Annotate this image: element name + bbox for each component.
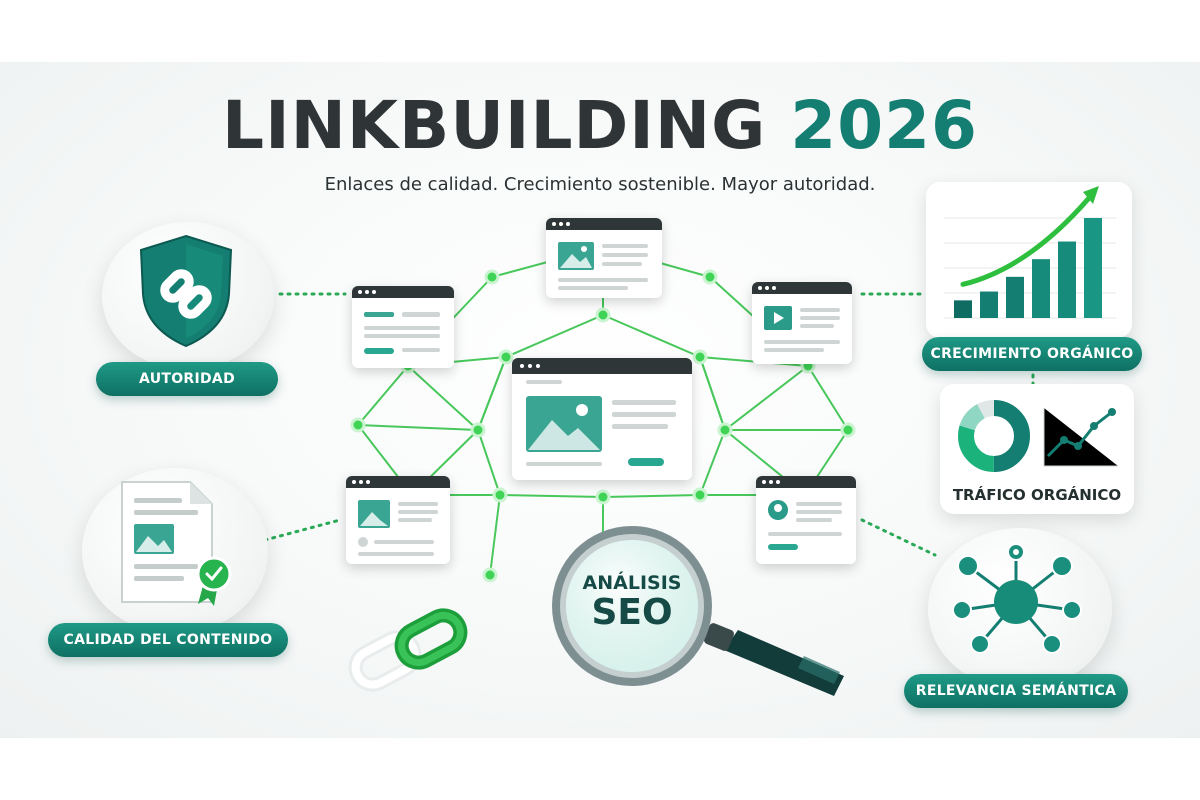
webpage-window-center bbox=[512, 358, 692, 480]
chart-bar bbox=[1032, 259, 1050, 318]
relevancia-label: RELEVANCIA SEMÁNTICA bbox=[904, 674, 1128, 708]
chart-bar bbox=[1084, 218, 1102, 318]
magnifying-glass-icon bbox=[552, 526, 844, 696]
webpage-window-top bbox=[546, 218, 662, 298]
chain-link-icon bbox=[348, 608, 468, 692]
crecimiento-label: CRECIMIENTO ORGÁNICO bbox=[922, 337, 1142, 371]
seo-title-line1: ANÁLISIS bbox=[582, 572, 682, 594]
donut-chart-icon bbox=[958, 400, 1118, 472]
chart-bar bbox=[1006, 276, 1024, 318]
network-hub-icon bbox=[952, 543, 1082, 654]
page-title: LINKBUILDING 2026 bbox=[0, 86, 1200, 166]
webpage-window-right-upper bbox=[752, 282, 852, 364]
growth-bar-chart-icon bbox=[944, 186, 1116, 319]
shield-link-icon bbox=[139, 234, 233, 348]
calidad-label: CALIDAD DEL CONTENIDO bbox=[48, 623, 288, 657]
chart-trend-arrowhead bbox=[1083, 186, 1099, 204]
document-certified-icon bbox=[121, 481, 232, 606]
page-subtitle: Enlaces de calidad. Crecimiento sostenib… bbox=[324, 174, 876, 195]
trafico-label: TRÁFICO ORGÁNICO bbox=[952, 486, 1122, 504]
webpage-window-left-upper bbox=[352, 286, 454, 368]
chart-bar bbox=[980, 291, 998, 318]
chart-bar bbox=[954, 300, 972, 318]
webpage-window-left-lower bbox=[346, 476, 450, 564]
seo-title-line2: SEO bbox=[591, 592, 673, 633]
autoridad-label: AUTORIDAD bbox=[96, 362, 278, 396]
title-year: 2026 bbox=[790, 87, 978, 164]
chart-bar bbox=[1058, 241, 1076, 318]
title-main: LINKBUILDING bbox=[222, 87, 767, 164]
webpage-window-right-lower bbox=[756, 476, 856, 564]
chart-trend-line bbox=[960, 195, 1092, 287]
